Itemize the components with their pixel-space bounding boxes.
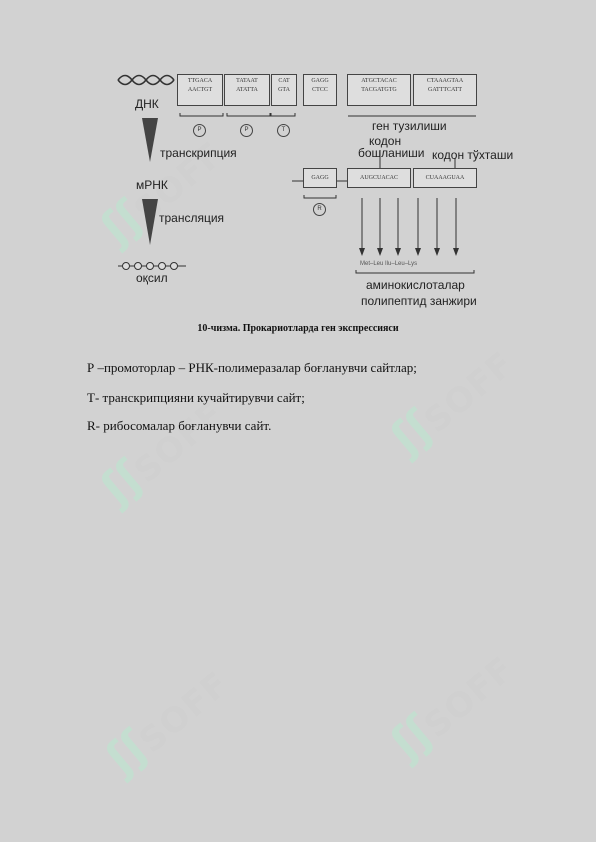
dna-segment-bottom: AACTGT <box>187 87 213 93</box>
legend-promoter: Р –промоторлар – РНК-полимеразалар боғла… <box>87 360 417 375</box>
watermark-text: SOFF <box>416 648 523 747</box>
dna-segment-top: GAGG <box>311 78 329 84</box>
mrna-segment-box: CUAAAGUAA <box>413 168 477 188</box>
figure-drawing <box>117 74 476 274</box>
dna-segment-bottom: GTA <box>278 87 290 93</box>
translation-arrow-icon <box>142 199 158 245</box>
mrnk-label: мРНК <box>136 178 168 192</box>
watermark-text: SOFF <box>131 663 238 762</box>
dna-segment-bottom: CTCC <box>312 87 328 93</box>
dna-segment-bottom: ATATTA <box>236 87 258 93</box>
promoter-circle: P <box>240 124 253 137</box>
dna-segment-top: TATAAT <box>236 78 258 84</box>
gene-expression-figure: ДНК транскрипция мРНК трансляция оқсил г… <box>0 0 596 320</box>
dna-segment-box: CTAAAGTAA GATTTCATT <box>413 74 477 106</box>
amino-acids-label: аминокислоталар <box>366 278 465 292</box>
dna-segment-box: TTGACA AACTGT <box>177 74 223 106</box>
codon-start-label-2: бошланиши <box>358 146 425 160</box>
dnk-label: ДНК <box>135 97 159 111</box>
protein-chain-icon <box>118 262 186 270</box>
dna-segment-bottom: GATTTCATT <box>428 87 462 93</box>
mrna-segment-box: GAGG <box>303 168 337 188</box>
promoter-circle: P <box>193 124 206 137</box>
watermark-text: SOFF <box>126 393 233 492</box>
dna-segment-top: CTAAAGTAA <box>426 78 464 84</box>
amino-sequence: Met–Leu Ilu–Leu–Lys <box>360 261 418 267</box>
translation-label: трансляция <box>159 211 225 225</box>
enhancer-circle: T <box>277 124 290 137</box>
arrowheads <box>359 248 459 256</box>
dna-segment-top: ATGCTACAC <box>361 78 397 84</box>
ribosome-site-circle: R <box>313 203 326 216</box>
dna-segment-box: GAGG CTCC <box>303 74 337 106</box>
dna-segment-bottom: TACGATGTG <box>361 87 397 93</box>
figure-caption: 10-чизма. Прокариотларда ген экспрессияс… <box>197 323 399 334</box>
dna-brackets <box>179 113 476 117</box>
codon-stop-label: кодон тўхташи <box>432 148 514 162</box>
mrna-segment-box: AUGCUACAC <box>347 168 411 188</box>
transcription-arrow-icon <box>142 118 158 162</box>
polypeptide-label: полипептид занжири <box>361 294 477 308</box>
translation-arrows <box>361 198 457 250</box>
dna-helix-icon <box>117 74 175 86</box>
transcription-label: транскрипция <box>160 146 237 160</box>
watermark-text: SOFF <box>416 343 523 442</box>
dna-segment-box: TATAAT ATATTA <box>224 74 270 106</box>
gene-structure-label: ген тузилиши <box>372 119 447 133</box>
dna-segment-box: ATGCTACAC TACGATGTG <box>347 74 411 106</box>
legend-enhancer: Т- транскрипцияни кучайтирувчи сайт; <box>87 390 305 405</box>
codon-start-label-1: кодон <box>369 134 402 148</box>
protein-label: оқсил <box>136 271 168 285</box>
dna-segment-top: CAT <box>278 78 290 84</box>
dna-segment-top: TTGACA <box>187 78 213 84</box>
dna-segment-box: CAT GTA <box>271 74 297 106</box>
legend-ribosome: R- рибосомалар боғланувчи сайт. <box>87 418 272 433</box>
